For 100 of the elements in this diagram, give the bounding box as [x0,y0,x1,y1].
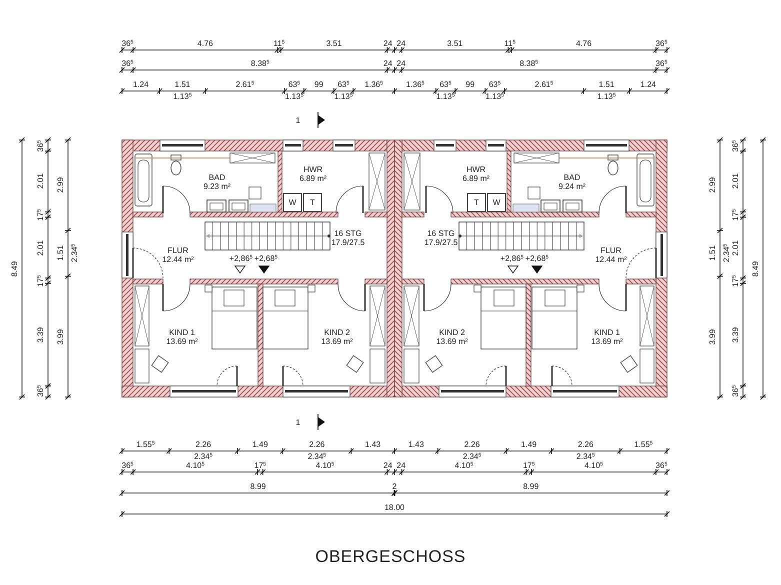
dimension-label: 36$^{5}$ [656,60,668,68]
dimension-label: 1.51 [174,80,190,88]
dimension-label: 4.10$^{5}$ [316,462,334,470]
level-label: +2,86$^{5}$ [500,255,524,263]
appliance-box: W [283,193,302,212]
room-size: 9.24 m² [558,182,586,192]
dimension-label: 1.24 [640,80,656,88]
dimension-label: 2.99 [709,177,717,194]
room-name: BAD [208,172,226,182]
dimension-label: 3.51 [326,40,342,48]
dimension-label: 17$^{5}$ [254,462,266,470]
dimension-label: 1.49 [252,440,268,448]
dimension-label: 99 [466,80,475,88]
dimension-label: 2.34$^{5}$ [308,453,326,461]
dimension-label: 36$^{5}$ [656,40,668,48]
dimension-label: 3.39 [37,326,45,342]
dimension-label: 11$^{5}$ [273,40,285,48]
room-size: 6.89 m² [462,174,490,184]
dimension-label: 24 [396,40,406,48]
dimension-label: 1.13$^{5}$ [486,93,504,101]
dimension-label: 3.51 [447,40,463,48]
dimension-label: 24 [383,40,392,48]
dimension-label: 4.10$^{5}$ [454,462,474,470]
dimension-label: 2 [392,482,397,490]
dimension-label: 1.13$^{5}$ [597,93,616,101]
dimension-label: 1.51 [598,80,614,88]
level-label: +2,68$^{5}$ [525,255,549,263]
dimension-label: 2.01 [37,174,45,190]
dimension-label: 1.36$^{5}$ [406,80,424,88]
dimension-label: 3.39 [732,326,740,342]
section-number: 1 [296,117,300,125]
dimension-label: 2.34$^{5}$ [462,453,482,461]
level-label: +2,86$^{5}$ [229,255,253,263]
dimension-label: 24 [383,462,392,470]
dimension-label: 1.13$^{5}$ [285,93,304,101]
dimension-label: 2.99 [57,177,65,194]
dimension-label: 4.76 [576,40,592,48]
dimension-label: 2.01 [732,240,740,256]
dimension-label: 4.10$^{5}$ [584,462,603,470]
dimension-label: 36$^{5}$ [122,60,134,68]
dimension-label: 2.61$^{5}$ [534,80,554,88]
room-size: 13.69 m² [436,337,468,346]
room-name: KIND 2 [323,328,351,337]
room-size: 13.69 m² [166,337,198,346]
dimension-label: 1.13$^{5}$ [334,93,353,101]
room-name: KIND 2 [438,328,466,337]
appliance-box: W [487,193,506,212]
dimension-label: 1.51 [709,246,717,262]
room-name: FLUR [166,246,190,255]
dimension-label: 8.49 [752,260,760,276]
room-size: 12.44 m² [595,255,627,264]
dimension-label: 63$^{5}$ [288,80,300,88]
dimension-label: 24 [396,60,406,68]
dimension-label: 99 [314,80,324,88]
dimension-label: 18.00 [384,504,405,512]
dimension-label: 1.55$^{5}$ [136,440,155,448]
room-size: 12.44 m² [162,255,194,264]
dimension-label: 2.26 [464,440,480,448]
dimension-label: 2.26 [196,440,212,448]
dimension-label: 2.01 [732,174,740,190]
dimension-label: 8.49 [11,260,19,276]
dimension-label: 36$^{5}$ [122,462,134,470]
room-size: 9.23 m² [203,182,231,192]
dimension-label: 1.43 [408,440,424,448]
dimension-label: 1.24 [133,80,149,88]
dimension-label: 4.76 [197,40,213,48]
dimension-label: 8.99 [250,482,266,490]
dimension-label: 1.13$^{5}$ [436,93,455,101]
dimension-label: 63$^{5}$ [440,80,452,88]
dimension-label: 8.38$^{5}$ [520,60,538,68]
dimension-label: 2.26 [578,440,594,448]
dimension-label: 2.34$^{5}$ [194,453,213,461]
section-number: 1 [296,419,300,427]
dimension-label: 1.51 [57,246,65,262]
room-name: BAD [562,172,582,182]
room-size: 6.89 m² [299,174,327,184]
room-name: KIND 1 [168,328,196,337]
dimension-label: 1.36$^{5}$ [364,80,384,88]
dimension-label: 63$^{5}$ [488,80,501,88]
room-name: KIND 1 [593,328,621,337]
dimension-label: 1.13$^{5}$ [173,93,192,101]
dimension-label: 2.34$^{5}$ [576,453,595,461]
plan-title: OBERGESCHOSS [314,547,467,567]
dimension-label: 1.49 [521,440,537,448]
room-name: HWR [302,164,324,174]
room-size: 13.69 m² [321,337,353,346]
dimension-label: 1.43 [365,440,381,448]
dimension-label: 63$^{5}$ [338,80,350,88]
appliance-box: T [303,193,322,212]
dimension-label: 2.61$^{5}$ [236,80,254,88]
dimension-label: 17$^{5}$ [522,462,535,470]
appliance-box: T [467,193,486,212]
dimension-label: 4.10$^{5}$ [186,462,204,470]
dimension-label: 11$^{5}$ [504,40,516,48]
dimension-label: 24 [396,462,406,470]
room-name: FLUR [600,246,622,255]
dimension-label: 8.38$^{5}$ [250,60,270,68]
dimension-label: 24 [383,60,392,68]
stair-label: 16 STG 17.9/27.5 [423,228,459,248]
dimension-label: 3.99 [709,328,717,344]
